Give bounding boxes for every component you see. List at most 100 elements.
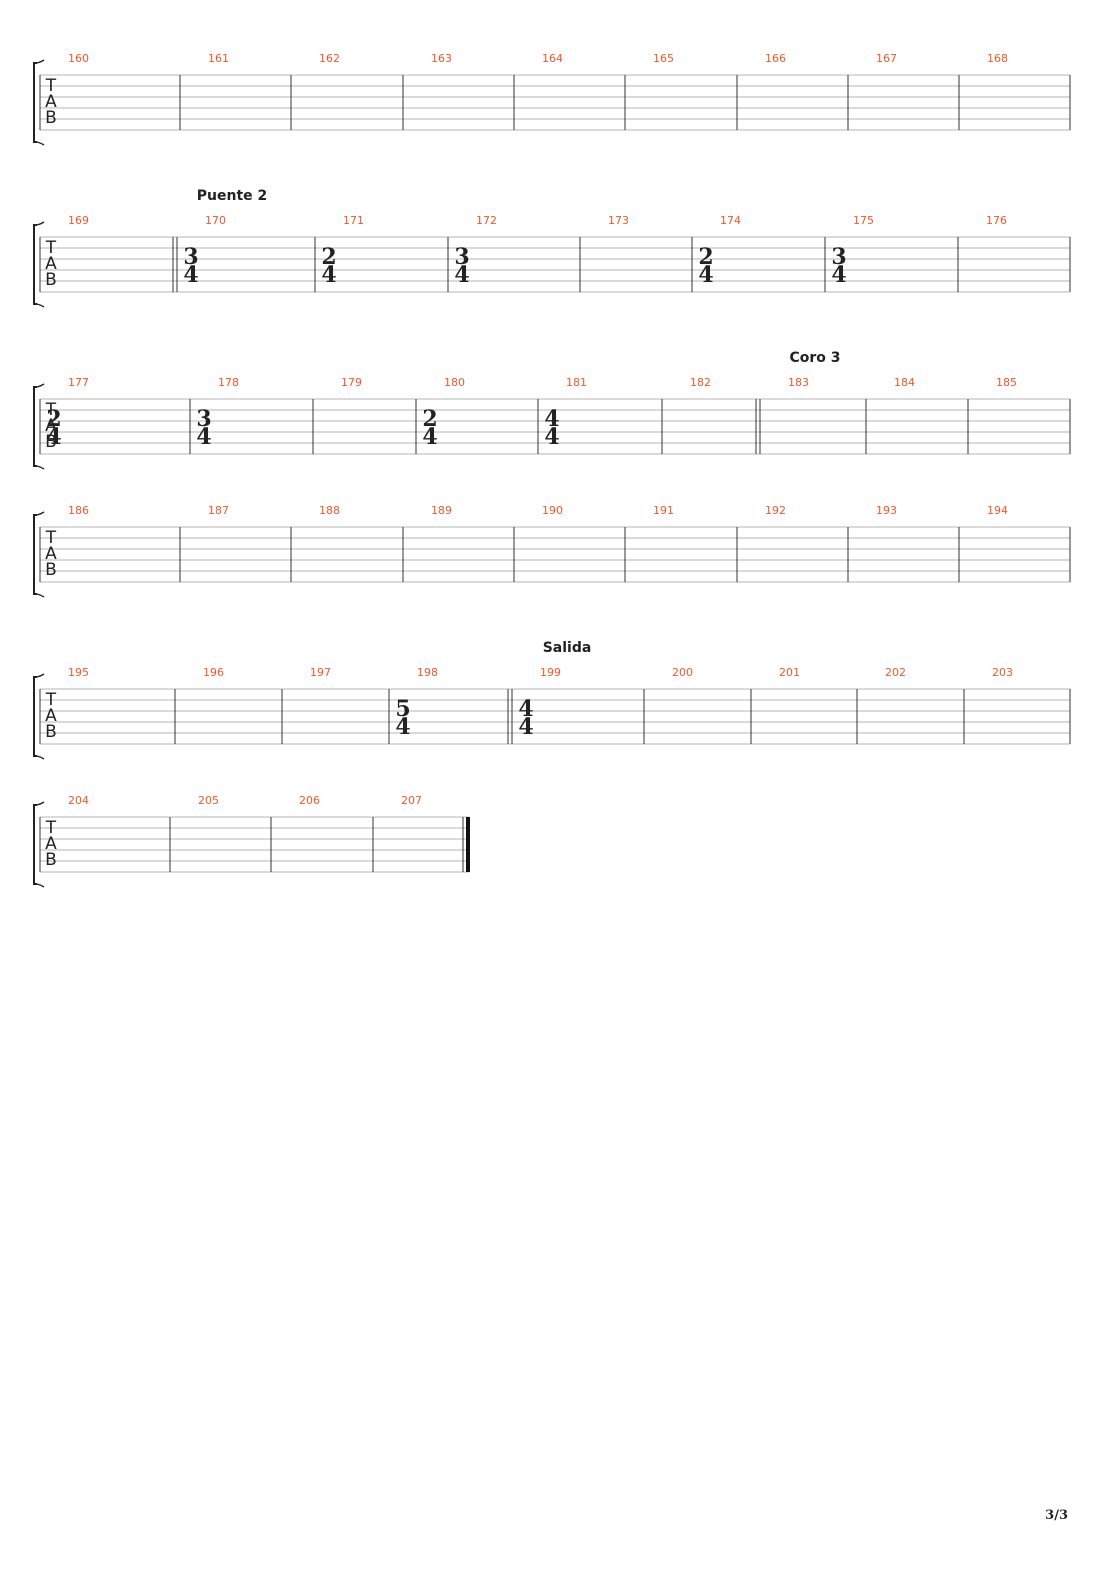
system-bracket: [33, 676, 37, 757]
time-signature-denominator: 4: [196, 424, 211, 450]
final-barline-thick: [466, 817, 470, 872]
measure-number: 198: [417, 666, 438, 679]
time-signature-denominator: 4: [454, 262, 469, 288]
time-signature-denominator: 4: [395, 714, 410, 740]
tab-clef-letter: B: [45, 270, 57, 290]
tab-clef-letter: T: [45, 690, 57, 710]
measure-number: 204: [68, 794, 89, 807]
measure-number: 168: [987, 52, 1008, 65]
time-signature-numerator: 5: [395, 696, 410, 722]
measure-number: 169: [68, 214, 89, 227]
measure-number: 173: [608, 214, 629, 227]
tab-clef-letter: B: [45, 722, 57, 742]
time-signature-denominator: 4: [183, 262, 198, 288]
measure-number: 160: [68, 52, 89, 65]
time-signature-denominator: 4: [544, 424, 559, 450]
section-label: Coro 3: [789, 350, 840, 366]
system-bracket: [33, 804, 37, 885]
measure-number: 191: [653, 504, 674, 517]
measure-number: 202: [885, 666, 906, 679]
section-label: Puente 2: [197, 188, 268, 204]
system-bracket-hook: [36, 221, 45, 308]
measure-number: 199: [540, 666, 561, 679]
tab-clef-letter: T: [45, 76, 57, 96]
measure-number: 188: [319, 504, 340, 517]
measure-number: 163: [431, 52, 452, 65]
time-signature-denominator: 4: [321, 262, 336, 288]
time-signature-numerator: 4: [518, 696, 533, 722]
measure-number: 205: [198, 794, 219, 807]
measure-number: 180: [444, 376, 465, 389]
measure-number: 192: [765, 504, 786, 517]
measure-number: 170: [205, 214, 226, 227]
tab-clef-letter: T: [45, 818, 57, 838]
measure-number: 184: [894, 376, 915, 389]
measure-number: 182: [690, 376, 711, 389]
measure-number: 193: [876, 504, 897, 517]
system-bracket: [33, 224, 37, 305]
tab-clef-letter: A: [45, 834, 57, 854]
tab-clef-letter: A: [45, 416, 57, 436]
time-signature-numerator: 2: [321, 244, 336, 270]
time-signature-denominator: 4: [698, 262, 713, 288]
tab-clef-letter: T: [45, 528, 57, 548]
measure-number: 172: [476, 214, 497, 227]
measure-number: 186: [68, 504, 89, 517]
measure-number: 165: [653, 52, 674, 65]
system-bracket-hook: [36, 511, 45, 598]
time-signature-numerator: 2: [422, 406, 437, 432]
tab-clef-letter: A: [45, 706, 57, 726]
measure-number: 183: [788, 376, 809, 389]
time-signature-numerator: 2: [46, 406, 61, 432]
measure-number: 161: [208, 52, 229, 65]
measure-number: 187: [208, 504, 229, 517]
measure-number: 175: [853, 214, 874, 227]
measure-number: 194: [987, 504, 1008, 517]
time-signature-numerator: 2: [698, 244, 713, 270]
measure-number: 203: [992, 666, 1013, 679]
system-bracket-hook: [36, 673, 45, 760]
measure-number: 167: [876, 52, 897, 65]
system-bracket-hook: [36, 383, 45, 470]
measure-number: 181: [566, 376, 587, 389]
measure-number: 177: [68, 376, 89, 389]
time-signature-denominator: 4: [831, 262, 846, 288]
system-bracket-hook: [36, 59, 45, 146]
time-signature-denominator: 4: [46, 424, 61, 450]
tab-clef-letter: A: [45, 254, 57, 274]
time-signature-numerator: 4: [544, 406, 559, 432]
measure-number: 206: [299, 794, 320, 807]
tab-clef-letter: B: [45, 850, 57, 870]
tab-clef-letter: B: [45, 432, 57, 452]
measure-number: 197: [310, 666, 331, 679]
measure-number: 201: [779, 666, 800, 679]
measure-number: 196: [203, 666, 224, 679]
time-signature-denominator: 4: [518, 714, 533, 740]
measure-number: 166: [765, 52, 786, 65]
system-bracket: [33, 514, 37, 595]
time-signature-numerator: 3: [183, 244, 198, 270]
time-signature-numerator: 3: [831, 244, 846, 270]
measure-number: 176: [986, 214, 1007, 227]
measure-number: 190: [542, 504, 563, 517]
time-signature-numerator: 3: [196, 406, 211, 432]
measure-number: 207: [401, 794, 422, 807]
tab-clef-letter: T: [45, 400, 57, 420]
tab-clef-letter: B: [45, 560, 57, 580]
time-signature-numerator: 3: [454, 244, 469, 270]
measure-number: 171: [343, 214, 364, 227]
tab-clef-letter: A: [45, 544, 57, 564]
measure-number: 162: [319, 52, 340, 65]
measure-number: 185: [996, 376, 1017, 389]
measure-number: 164: [542, 52, 563, 65]
section-label: Salida: [543, 640, 592, 656]
time-signature-denominator: 4: [422, 424, 437, 450]
measure-number: 200: [672, 666, 693, 679]
system-bracket: [33, 62, 37, 143]
system-bracket: [33, 386, 37, 467]
system-bracket-hook: [36, 801, 45, 888]
measure-number: 174: [720, 214, 741, 227]
measure-number: 189: [431, 504, 452, 517]
tab-clef-letter: B: [45, 108, 57, 128]
measure-number: 195: [68, 666, 89, 679]
